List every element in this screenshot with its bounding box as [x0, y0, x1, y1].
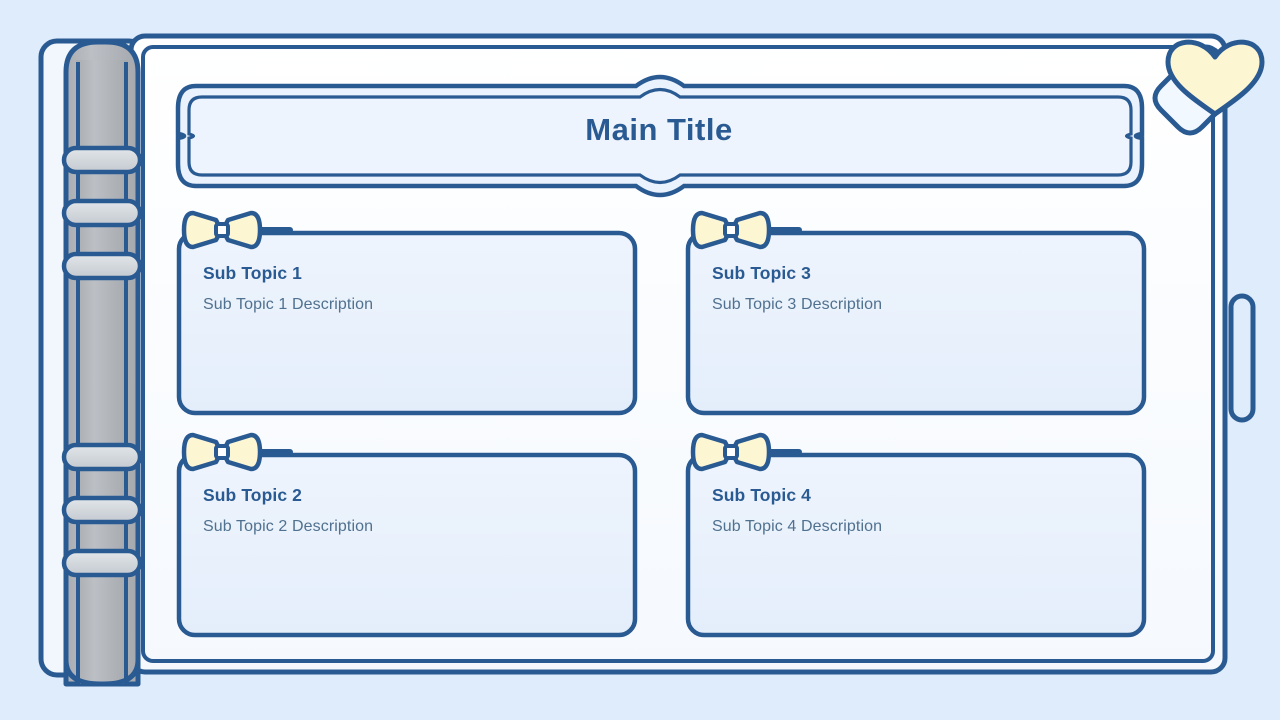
binder-ring-icon-6 [61, 548, 143, 578]
card-title-3: Sub Topic 3 [712, 263, 811, 283]
card-body-4[interactable] [685, 452, 1147, 638]
card-body-3[interactable] [685, 230, 1147, 416]
binder-ring-icon-2 [61, 198, 143, 228]
card-body-1[interactable] [176, 230, 638, 416]
binder-ring-icon-1 [61, 145, 143, 175]
card-description-1: Sub Topic 1 Description [203, 296, 374, 313]
bow-ribbon-icon-1 [181, 210, 293, 250]
page-title: Main Title [585, 112, 733, 147]
card-description-4: Sub Topic 4 Description [712, 518, 883, 535]
notebook-spine-icon [63, 39, 141, 687]
card-title-2: Sub Topic 2 [203, 485, 302, 505]
title-banner [175, 74, 1145, 198]
bow-ribbon-icon-4 [690, 432, 802, 472]
card-body-2[interactable] [176, 452, 638, 638]
binder-ring-icon-5 [61, 495, 143, 525]
card-description-2: Sub Topic 2 Description [203, 518, 374, 535]
bookmark-tab-icon [1228, 293, 1256, 423]
binder-ring-icon-3 [61, 251, 143, 281]
binder-ring-icon-4 [61, 442, 143, 472]
card-description-3: Sub Topic 3 Description [712, 296, 883, 313]
heart-icon [1165, 39, 1265, 117]
bow-ribbon-icon-3 [690, 210, 802, 250]
bow-ribbon-icon-2 [181, 432, 293, 472]
card-title-4: Sub Topic 4 [712, 485, 811, 505]
card-title-1: Sub Topic 1 [203, 263, 302, 283]
